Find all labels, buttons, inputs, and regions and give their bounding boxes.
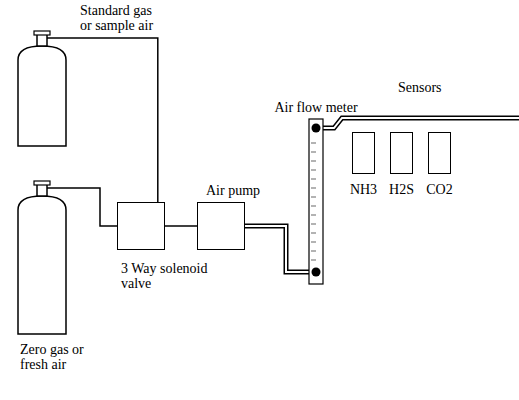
outlet-pipe-bore: [316, 118, 519, 128]
meter-scale-tick: [311, 224, 316, 225]
node-label: Air flow meter: [274, 100, 357, 115]
outlet-pipe: [316, 118, 519, 128]
pipe-wall: [245, 226, 316, 272]
valve-cap: [34, 31, 50, 35]
node-label: Zero gas or fresh air: [20, 342, 92, 372]
pipe: [245, 226, 316, 272]
meter-scale-tick: [311, 143, 316, 144]
meter-port: [312, 124, 321, 133]
cylinder-outline: [16, 30, 70, 148]
meter-scale-tick: [311, 188, 316, 189]
pipe-bore: [245, 226, 316, 272]
meter-scale-tick: [311, 242, 316, 243]
meter-scale-tick: [311, 170, 316, 171]
gas-cylinder: Standard gas or sample air: [16, 30, 70, 148]
cylinder-body: [18, 46, 66, 146]
cylinder-outlet: [47, 187, 70, 189]
meter-scale-tick: [311, 161, 316, 162]
node-label: 3 Way solenoid valve: [121, 261, 216, 291]
meter-scale-tick: [311, 251, 316, 252]
meter-scale-tick: [311, 215, 316, 216]
node-label: H2S: [389, 182, 414, 197]
meter-scale-tick: [311, 197, 316, 198]
tube-path: [70, 188, 117, 226]
solenoid-valve-box: 3 Way solenoid valve: [117, 202, 165, 250]
meter-port: [312, 268, 321, 277]
node-label: Air pump: [206, 183, 260, 198]
meter-scale-tick: [311, 233, 316, 234]
meter-scale-tick: [311, 179, 316, 180]
sensor-box: H2S: [390, 132, 413, 174]
sensor-box: CO2: [428, 132, 451, 174]
group-label: Sensors: [398, 80, 442, 95]
tube-path: [165, 225, 197, 227]
tube-line: [70, 38, 158, 202]
tube-line: [165, 226, 197, 227]
tube-line: [70, 188, 117, 226]
cylinder-valve: [37, 184, 47, 196]
tube-path: [70, 38, 158, 202]
meter-scale-tick: [311, 260, 316, 261]
meter-scale-tick: [311, 206, 316, 207]
valve-cap: [34, 181, 50, 185]
node-label: NH3: [350, 182, 377, 197]
cylinder-body: [18, 196, 66, 334]
gas-cylinder: Zero gas or fresh air: [16, 180, 70, 336]
sensor-box: NH3: [352, 132, 375, 174]
node-label: Standard gas or sample air: [80, 3, 162, 33]
cylinder-valve: [37, 34, 47, 46]
flow-meter: Air flow meter: [308, 118, 324, 285]
cylinder-outline: [16, 180, 70, 336]
node-label: CO2: [426, 182, 452, 197]
air-pump-box: Air pump: [197, 202, 245, 250]
meter-scale-tick: [311, 152, 316, 153]
flow-meter-tube: [308, 118, 324, 285]
cylinder-outlet: [47, 37, 70, 39]
meter-body: [309, 119, 323, 284]
